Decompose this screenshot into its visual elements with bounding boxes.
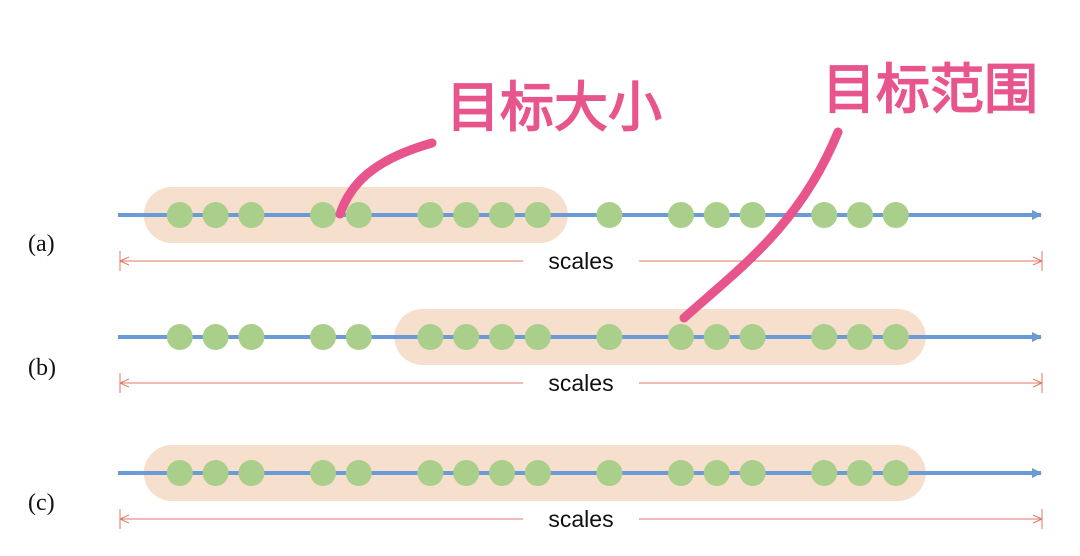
scale-label: scales: [548, 506, 613, 532]
scale-dot: [166, 202, 193, 228]
annotation-target-size: 目标大小: [335, 76, 662, 219]
scale-dot: [310, 202, 336, 228]
scale-dot: [310, 324, 336, 350]
annotation-target-range: 目标范围: [679, 58, 1038, 323]
scale-arrowhead-left: [119, 514, 130, 524]
scale-dot: [882, 460, 909, 486]
scale-dot: [811, 202, 838, 228]
scale-dot: [739, 324, 766, 350]
scale-dot: [596, 460, 623, 486]
scale-dot: [489, 460, 515, 486]
row-label: (c): [28, 490, 55, 516]
scale-dot: [345, 460, 372, 486]
scale-dot: [668, 202, 694, 228]
scale-label: scales: [548, 370, 613, 396]
scale-dot: [811, 324, 838, 350]
scale-arrowhead-right: [1032, 378, 1043, 388]
scale-dot: [882, 202, 909, 228]
scale-dot: [345, 202, 372, 228]
scale-dot: [202, 460, 229, 486]
row-b: (b) scales: [28, 309, 1043, 396]
scale-arrowhead-right: [1032, 256, 1043, 266]
rows-layer: (a) scales (b) scales (c) scales: [28, 187, 1043, 532]
scale-dot: [166, 460, 193, 486]
scale-dot: [524, 460, 551, 486]
scale-dot: [739, 202, 766, 228]
scale-dot: [847, 202, 873, 228]
scale-dot: [417, 460, 444, 486]
scale-dot: [310, 460, 336, 486]
scale-arrowhead-right: [1032, 514, 1043, 524]
scale-dot: [882, 324, 909, 350]
scale-dot: [524, 324, 551, 350]
scale-dot: [417, 202, 444, 228]
scale-dot: [489, 202, 515, 228]
scale-dot: [668, 324, 694, 350]
row-a: (a) scales: [28, 187, 1043, 274]
row-label: (b): [28, 355, 56, 381]
scale-dot: [166, 324, 193, 350]
scale-dot: [811, 460, 838, 486]
annotation-target-size-text: 目标大小: [446, 76, 662, 139]
scale-dot: [238, 324, 265, 350]
scale-dot: [453, 324, 480, 350]
scale-dot: [703, 202, 730, 228]
scale-dot: [238, 460, 265, 486]
scale-dot: [453, 202, 480, 228]
row-c: (c) scales: [28, 445, 1043, 532]
scale-arrowhead-left: [119, 256, 130, 266]
scale-dot: [524, 202, 551, 228]
annotation-target-size-stroke: [335, 138, 437, 219]
scale-arrowhead-left: [119, 378, 130, 388]
scale-dot: [238, 202, 265, 228]
scale-dot: [202, 202, 229, 228]
scale-dot: [847, 324, 873, 350]
scale-dot: [453, 460, 480, 486]
row-label: (a): [28, 231, 55, 257]
scale-label: scales: [548, 248, 613, 274]
annotation-target-range-stroke: [679, 127, 843, 323]
scale-dot: [596, 202, 623, 228]
scale-dot: [489, 324, 515, 350]
scale-dot: [847, 460, 873, 486]
scale-dot: [703, 460, 730, 486]
annotation-target-range-text: 目标范围: [822, 58, 1038, 121]
scale-dot: [202, 324, 229, 350]
scale-dot: [739, 460, 766, 486]
scale-dot: [668, 460, 694, 486]
scale-dot: [345, 324, 372, 350]
scale-dot: [703, 324, 730, 350]
scale-dot: [596, 324, 623, 350]
scale-dot: [417, 324, 444, 350]
